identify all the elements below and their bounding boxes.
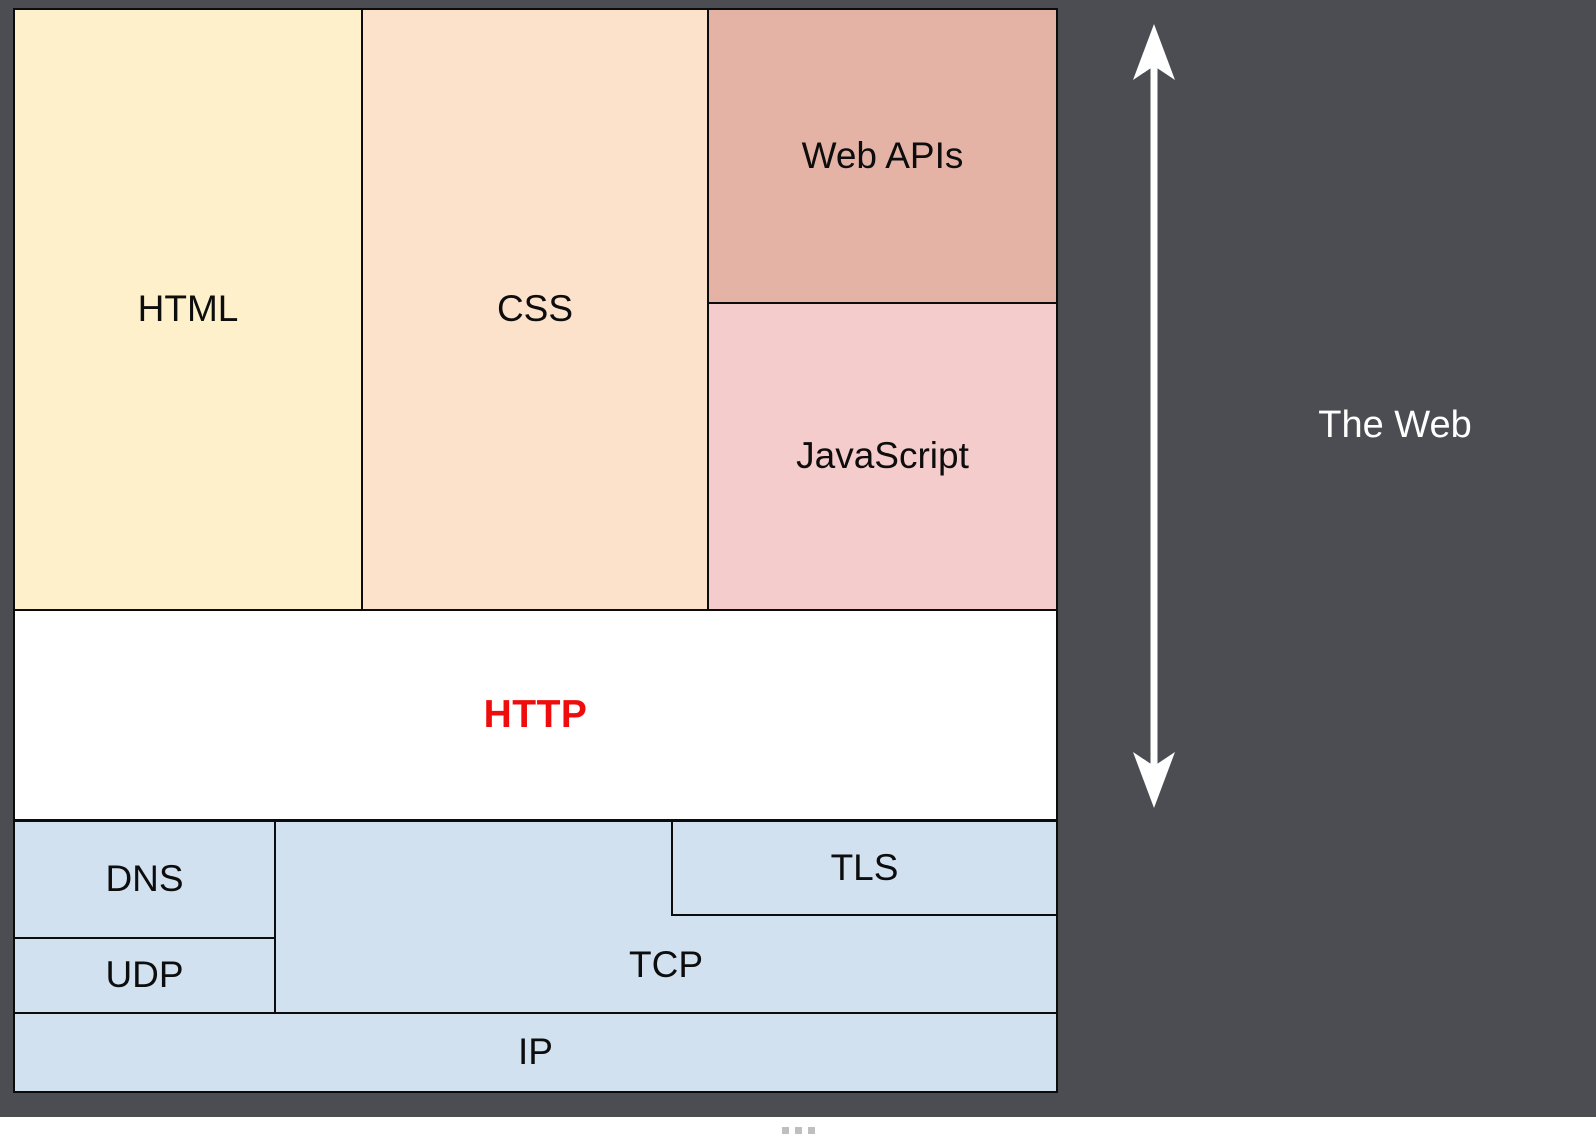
- layer-box-css[interactable]: CSS: [361, 8, 709, 611]
- layer-box-udp[interactable]: UDP: [13, 937, 276, 1014]
- layer-label-html: HTML: [137, 288, 239, 330]
- layer-box-dns[interactable]: DNS: [13, 820, 276, 939]
- layer-label-javascript: JavaScript: [796, 435, 969, 477]
- grip-dot: [794, 1127, 802, 1134]
- scope-label-the-web: The Web: [1318, 404, 1472, 446]
- grip-dot: [807, 1127, 815, 1134]
- layer-box-ip[interactable]: IP: [13, 1012, 1058, 1093]
- layer-label-web-apis: Web APIs: [801, 134, 964, 176]
- layer-label-tls: TLS: [830, 846, 899, 888]
- layer-label-udp: UDP: [105, 954, 184, 996]
- layer-box-web-apis[interactable]: Web APIs: [707, 8, 1058, 304]
- grip-dot: [781, 1127, 789, 1134]
- layer-box-tls[interactable]: TLS: [671, 820, 1058, 916]
- double-headed-vertical-arrow-icon: [1133, 24, 1175, 808]
- layer-box-http[interactable]: HTTP: [13, 609, 1058, 821]
- layer-label-http: HTTP: [483, 692, 588, 736]
- layer-label-dns: DNS: [105, 858, 184, 900]
- layer-label-css: CSS: [496, 288, 574, 330]
- window-resize-grip[interactable]: [0, 1117, 1596, 1144]
- layer-label-ip: IP: [518, 1031, 553, 1073]
- layer-box-javascript[interactable]: JavaScript: [707, 302, 1058, 611]
- layer-box-html[interactable]: HTML: [13, 8, 363, 611]
